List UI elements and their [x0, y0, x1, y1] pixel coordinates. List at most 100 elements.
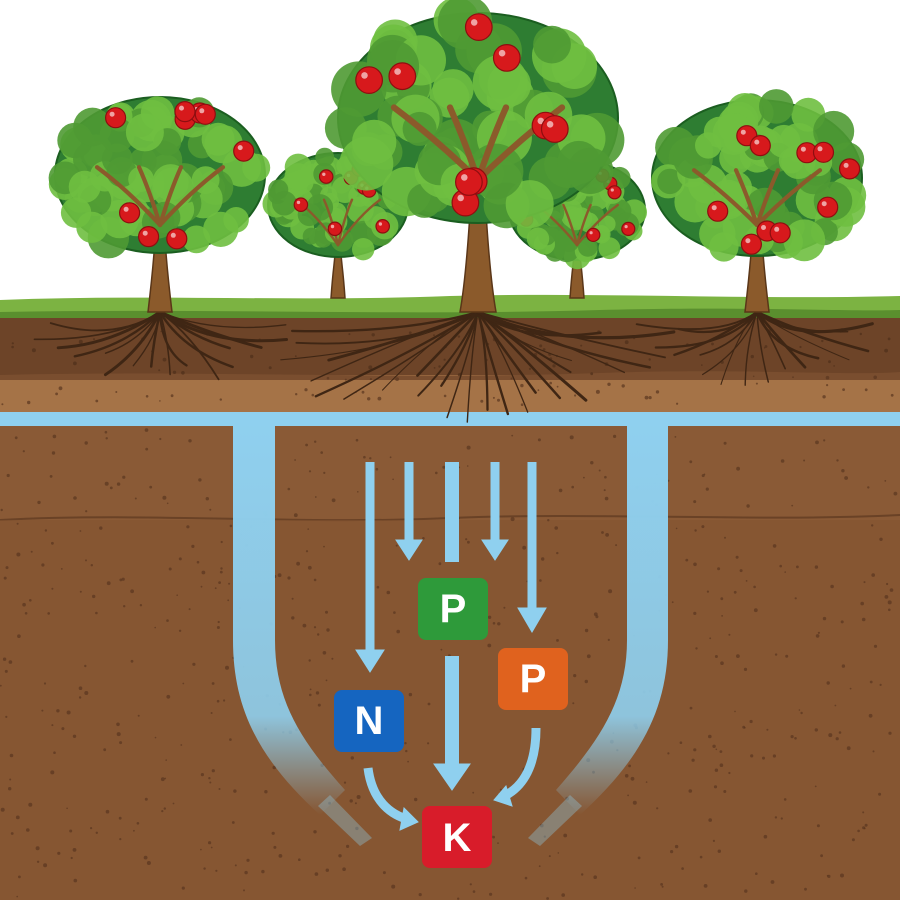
root-strand	[756, 311, 770, 383]
soil-speckle	[95, 399, 99, 403]
soil-speckle	[219, 398, 222, 401]
soil-speckle	[422, 537, 425, 540]
soil-speckle	[712, 744, 716, 748]
soil-speckle	[154, 736, 157, 739]
soil-speckle	[116, 482, 121, 486]
soil-speckle	[543, 835, 546, 838]
root-strand	[744, 311, 758, 386]
soil-speckle	[73, 878, 78, 883]
soil-speckle	[210, 846, 213, 849]
root-strand	[416, 310, 480, 377]
apple-highlight	[745, 238, 751, 244]
soil-speckle	[753, 585, 756, 589]
root-strand	[755, 310, 874, 334]
soil-speckle	[772, 544, 777, 548]
apple-highlight	[537, 117, 545, 125]
soil-speckle	[569, 435, 574, 440]
soil-speckle	[510, 517, 515, 522]
apple-highlight	[761, 225, 766, 230]
root-strand	[466, 311, 479, 423]
soil-speckle	[367, 397, 371, 401]
soil-speckle	[739, 569, 743, 573]
soil-speckle	[572, 702, 575, 705]
soil-speckle	[581, 873, 584, 876]
soil-speckle	[371, 333, 375, 337]
soil-speckle	[816, 824, 820, 828]
soil-speckle	[200, 848, 202, 851]
soil-speckle	[671, 601, 674, 604]
soil-speckle	[146, 861, 151, 865]
soil-speckle	[712, 839, 716, 843]
soil-speckle	[674, 436, 677, 438]
soil-speckle	[37, 500, 41, 505]
soil-speckle	[208, 841, 212, 845]
soil-speckle	[211, 769, 215, 773]
soil-speckle	[137, 714, 140, 717]
soil-speckle	[205, 497, 209, 501]
soil-speckle	[186, 525, 190, 529]
soil-speckle	[84, 664, 87, 668]
soil-speckle	[728, 771, 731, 775]
soil-speckle	[780, 459, 785, 463]
soil-speckle	[869, 680, 873, 684]
soil-speckle	[159, 400, 161, 402]
soil-speckle	[320, 451, 324, 454]
soil-speckle	[218, 581, 222, 584]
soil-speckle	[356, 795, 361, 799]
soil-speckle	[90, 564, 94, 567]
soil-speckle	[733, 590, 737, 594]
arrow-head-p-orange-to-k	[493, 784, 513, 807]
soil-speckle	[492, 835, 495, 839]
soil-speckle	[469, 883, 472, 886]
soil-speckle	[603, 489, 606, 492]
soil-speckle	[5, 566, 9, 570]
soil-speckle	[172, 370, 177, 374]
soil-speckle	[549, 381, 552, 385]
soil-speckle	[825, 375, 830, 380]
soil-speckle	[161, 810, 164, 813]
soil-speckle	[215, 869, 218, 872]
soil-speckle	[149, 485, 153, 489]
soil-speckle	[36, 860, 40, 863]
soil-speckle	[563, 833, 568, 838]
soil-speckle	[396, 629, 401, 634]
soil-speckle	[538, 865, 541, 868]
apple	[586, 227, 601, 242]
soil-speckle	[884, 595, 889, 599]
soil-speckle	[711, 342, 714, 346]
soil-speckle	[520, 403, 524, 407]
soil-speckle	[10, 832, 14, 835]
soil-speckle	[78, 339, 83, 344]
soil-speckle	[548, 855, 551, 858]
soil-speckle	[605, 533, 609, 537]
soil-speckle	[497, 842, 499, 844]
apple-highlight	[394, 68, 401, 75]
soil-speckle	[590, 461, 594, 465]
soil-speckle	[313, 626, 317, 629]
leaf-cluster	[578, 237, 598, 257]
soil-speckle	[685, 558, 689, 562]
right-channel-tip	[528, 795, 582, 846]
apple-highlight	[123, 206, 129, 212]
soil-speckle	[9, 753, 14, 758]
soil-speckle	[867, 486, 870, 489]
soil-speckle	[742, 725, 746, 729]
branch	[336, 198, 382, 247]
soil-speckle	[465, 538, 468, 541]
nutrient-p-orange-badge: P	[498, 648, 568, 710]
soil-speckle	[814, 728, 818, 732]
soil-speckle	[511, 434, 514, 437]
soil-speckle	[287, 487, 291, 491]
soil-speckle	[73, 496, 77, 500]
water-system	[0, 412, 900, 846]
soil-speckle	[293, 513, 298, 518]
soil-speckle	[873, 375, 877, 380]
soil-speckle	[331, 657, 334, 660]
soil-speckle	[218, 788, 221, 790]
soil-speckle	[61, 727, 65, 731]
soil-speckle	[820, 854, 823, 858]
soil-speckle	[442, 465, 446, 469]
root-strand	[159, 311, 287, 329]
soil-speckle	[724, 536, 726, 539]
soil-speckle	[15, 815, 20, 820]
